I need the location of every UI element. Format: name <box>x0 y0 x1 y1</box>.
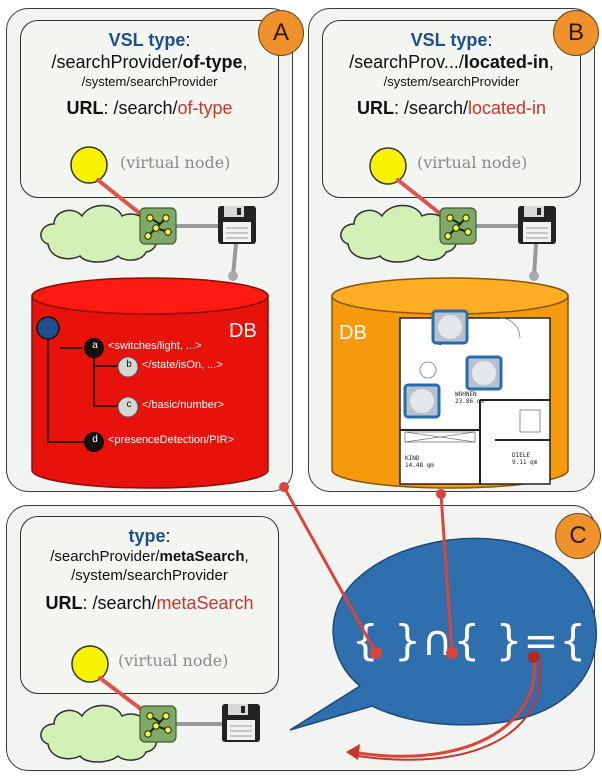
virtual-node-icon <box>369 147 407 185</box>
tree-text-a: <switches/light, ...> <box>108 340 202 352</box>
db-label: DB <box>229 320 257 342</box>
tree-node-d <box>84 432 104 452</box>
badge-c: C <box>555 513 601 559</box>
parent-path: /system/searchProvider <box>71 567 228 584</box>
tree-node-a <box>84 338 104 358</box>
tree-text-b: </state/isOn, ...> <box>142 359 223 371</box>
tree-text-c: </basic/number> <box>142 399 224 411</box>
room-label: WOHNEN 23.86 qm <box>455 391 484 405</box>
room-label: DIELE 9.11 qm <box>512 452 538 466</box>
badge-b: B <box>553 10 599 56</box>
tree-text-d: <presenceDetection/PIR> <box>108 434 234 446</box>
badge-a: A <box>258 10 304 56</box>
db-label: DB <box>339 322 367 344</box>
url-line: URL: /search/located-in <box>356 98 547 118</box>
virtual-node-label: (virtual node) <box>417 153 528 172</box>
tree-diagram <box>47 336 118 443</box>
virtual-node-icon <box>70 146 108 184</box>
parent-path: /system/searchProvider <box>383 74 520 89</box>
floor-plan <box>399 309 551 485</box>
type-path: /searchProvider/of-type, <box>51 52 248 72</box>
tree-node-c <box>117 396 139 418</box>
type-path: /searchProv.../located-in, <box>349 52 554 72</box>
url-line: URL: /search/of-type <box>66 98 233 118</box>
type-label: VSL type <box>410 30 488 50</box>
type-path: /searchProvider/metaSearch, <box>50 548 249 565</box>
tree-letter-d: d <box>92 434 98 445</box>
parent-path: /system/searchProvider <box>81 74 218 89</box>
tree-letter-b: b <box>126 359 132 370</box>
tree-root-node <box>36 316 60 340</box>
info-box-located-in: VSL type: /searchProv.../located-in, /sy… <box>322 20 581 198</box>
info-box-meta-search: type: /searchProvider/metaSearch, /syste… <box>20 516 279 694</box>
tree-node-b <box>117 356 139 378</box>
virtual-node-label: (virtual node) <box>120 153 231 172</box>
virtual-node-icon <box>71 645 109 683</box>
info-box-of-type: VSL type: /searchProvider/of-type, /syst… <box>20 20 279 198</box>
tree-letter-a: a <box>92 340 98 351</box>
url-line: URL: /search/metaSearch <box>45 593 254 613</box>
tree-letter-c: c <box>126 399 132 410</box>
type-label: VSL type <box>108 30 186 50</box>
type-label: type <box>128 526 166 546</box>
virtual-node-label: (virtual node) <box>118 651 229 670</box>
intersection-formula: { }∩{ }={ } <box>352 616 602 665</box>
room-label: KIND 14.48 qm <box>405 455 434 469</box>
